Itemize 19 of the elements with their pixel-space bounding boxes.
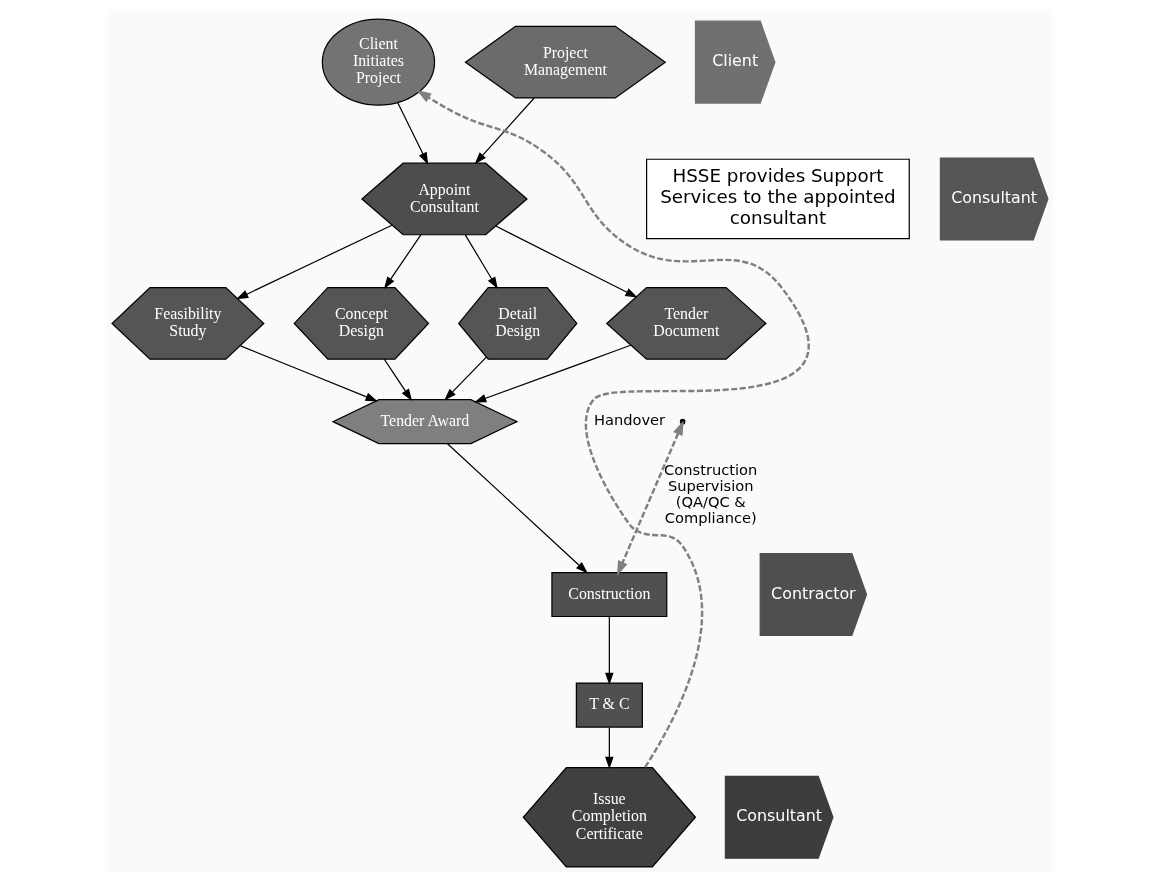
node-box: HSSE provides Support Services to the appointed consultant (645, 158, 910, 239)
edge-label: Handover (593, 410, 665, 428)
arrow (235, 224, 392, 299)
arrow (383, 233, 421, 289)
node-box: T & C (575, 681, 643, 728)
arrow (416, 89, 810, 768)
arrow (383, 358, 412, 401)
arrow (473, 344, 631, 403)
arrow (464, 233, 498, 289)
arrow (474, 96, 535, 164)
arrow (446, 442, 588, 573)
arrow (443, 355, 487, 400)
arrow (604, 726, 614, 769)
arrow (396, 101, 428, 165)
node-box: Construction (550, 571, 667, 617)
arrow (604, 615, 614, 685)
edge-label: Construction Supervision (QA/QC & Compliance) (663, 460, 757, 526)
arrow (494, 224, 638, 298)
arrow (239, 344, 378, 401)
